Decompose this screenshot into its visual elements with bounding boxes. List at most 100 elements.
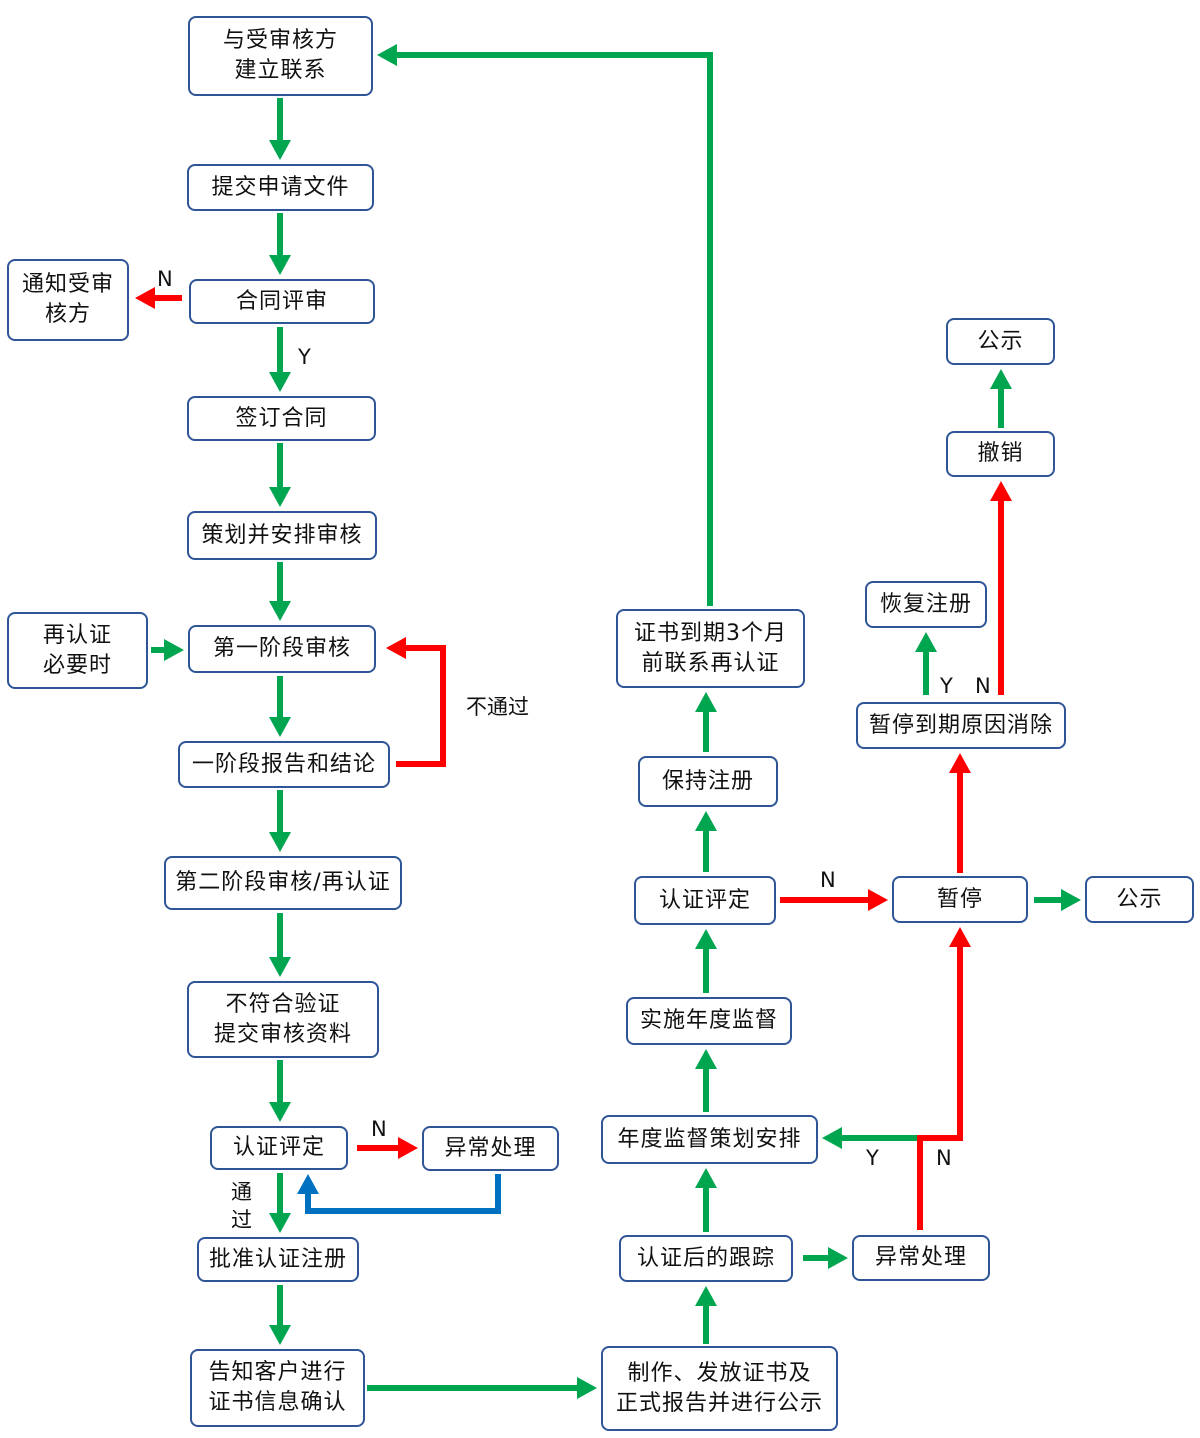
node-expiry: 证书到期3个月 前联系再认证 (616, 609, 805, 688)
arrow-expiry-contact-head (377, 44, 397, 66)
arrow-approve-inform-head (269, 1325, 291, 1345)
arrow-exception-to-annual (822, 1127, 920, 1149)
arrow-eval-suspend-head (868, 889, 888, 911)
node-annual-exec: 实施年度监督 (626, 997, 792, 1045)
arrow-eval-keep-head (695, 811, 717, 831)
label-n-review: N (157, 267, 173, 291)
arrow-exception-to-annual-head (822, 1127, 842, 1149)
arrow-report-back-stage1-head (386, 637, 406, 659)
node-issue: 制作、发放证书及 正式报告并进行公示 (601, 1346, 838, 1431)
arrow-review-notify (135, 287, 182, 309)
node-inform: 告知客户进行 证书信息确认 (190, 1349, 365, 1427)
node-recert-needed: 再认证 必要时 (7, 612, 148, 689)
node-stage1-report: 一阶段报告和结论 (178, 741, 390, 788)
arrow-contact-submit-head (269, 140, 291, 160)
arrow-eval-suspend (780, 889, 888, 911)
node-publish-right: 公示 (1085, 876, 1194, 923)
arrow-recert-stage1 (151, 639, 184, 661)
arrow-eval-exception (357, 1137, 418, 1159)
label-n-revoke: N (975, 674, 991, 698)
node-revoke: 撤销 (946, 431, 1055, 477)
label-pass: 通 过 (231, 1180, 252, 1232)
arrow-cause-revoke-head (990, 481, 1012, 501)
arrow-sign-plan (269, 443, 291, 507)
arrow-followup-exception (803, 1247, 848, 1269)
arrow-suspend-cause (949, 753, 971, 873)
arrow-expiry-contact (377, 44, 713, 606)
arrow-review-sign (269, 327, 291, 392)
arrow-expiry-contact-line (397, 52, 713, 606)
arrow-report-stage2-head (269, 832, 291, 852)
arrow-exception-up-suspend (917, 927, 971, 1230)
node-restore: 恢复注册 (865, 581, 987, 628)
node-annual-plan: 年度监督策划安排 (601, 1115, 818, 1164)
arrow-revoke-publish-head (990, 369, 1012, 389)
label-n-eval-left: N (371, 1117, 387, 1141)
arrow-plan-stage1-head (269, 601, 291, 621)
arrow-followup-annual-head (695, 1168, 717, 1188)
arrow-keep-expiry-head (695, 692, 717, 712)
arrow-eval-approve (269, 1173, 291, 1233)
arrow-suspend-cause-head (949, 753, 971, 773)
arrow-exec-eval (695, 929, 717, 993)
arrow-suspend-publish (1034, 889, 1081, 911)
arrow-report-back-stage1-line (396, 645, 446, 767)
node-stage2: 第二阶段审核/再认证 (164, 856, 402, 910)
node-submit: 提交申请文件 (187, 164, 374, 211)
arrow-report-back-stage1 (386, 637, 446, 767)
arrow-suspend-publish-head (1061, 889, 1081, 911)
arrow-recert-stage1-head (164, 639, 184, 661)
arrow-exception-back-eval-line (305, 1174, 501, 1214)
label-fail: 不通过 (466, 695, 529, 719)
node-contact: 与受审核方 建立联系 (188, 16, 373, 96)
arrow-report-stage2 (269, 790, 291, 852)
label-y-restore: Y (940, 674, 953, 698)
label-n-eval-right: N (820, 868, 836, 892)
arrow-annual-exec (695, 1049, 717, 1112)
arrow-nonconform-eval (269, 1060, 291, 1122)
arrow-sign-plan-head (269, 487, 291, 507)
node-cert-eval-left: 认证评定 (210, 1126, 348, 1170)
node-exception-left: 异常处理 (422, 1126, 559, 1171)
node-exception-right: 异常处理 (852, 1235, 990, 1281)
node-approve: 批准认证注册 (197, 1237, 359, 1282)
arrow-exception-back-eval (297, 1174, 501, 1214)
arrow-exception-up-suspend-line (917, 947, 963, 1230)
label-y-annual: Y (866, 1146, 879, 1170)
node-followup: 认证后的跟踪 (619, 1235, 793, 1282)
arrow-cause-restore (915, 632, 937, 695)
arrow-followup-exception-head (828, 1247, 848, 1269)
node-plan: 策划并安排审核 (187, 511, 377, 560)
arrow-approve-inform (269, 1285, 291, 1345)
arrow-inform-issue-head (577, 1377, 597, 1399)
node-suspend: 暂停 (892, 876, 1028, 923)
arrow-followup-annual (695, 1168, 717, 1232)
arrow-eval-exception-head (398, 1137, 418, 1159)
node-publish-top: 公示 (946, 318, 1055, 365)
arrow-exception-back-eval-head (297, 1174, 319, 1194)
arrow-exec-eval-head (695, 929, 717, 949)
arrow-plan-stage1 (269, 562, 291, 621)
arrow-inform-issue (367, 1377, 597, 1399)
arrow-annual-exec-head (695, 1049, 717, 1069)
arrow-issue-followup-head (695, 1286, 717, 1306)
arrow-nonconform-eval-head (269, 1102, 291, 1122)
arrow-issue-followup (695, 1286, 717, 1344)
node-sign: 签订合同 (187, 396, 376, 441)
arrow-stage1-report-head (269, 717, 291, 737)
arrow-submit-review (269, 213, 291, 275)
node-stage1: 第一阶段审核 (188, 625, 376, 673)
node-cert-eval-right: 认证评定 (634, 876, 776, 925)
arrow-stage2-nonconform-head (269, 957, 291, 977)
arrow-cause-revoke (990, 481, 1012, 695)
arrow-keep-expiry (695, 692, 717, 752)
label-y-review: Y (298, 345, 311, 369)
arrow-review-sign-head (269, 372, 291, 392)
label-n-annual: N (936, 1146, 952, 1170)
node-contract-review: 合同评审 (189, 279, 375, 324)
arrow-exception-up-suspend-head (949, 927, 971, 947)
arrow-stage2-nonconform (269, 913, 291, 977)
node-nonconform: 不符合验证 提交审核资料 (187, 981, 379, 1058)
